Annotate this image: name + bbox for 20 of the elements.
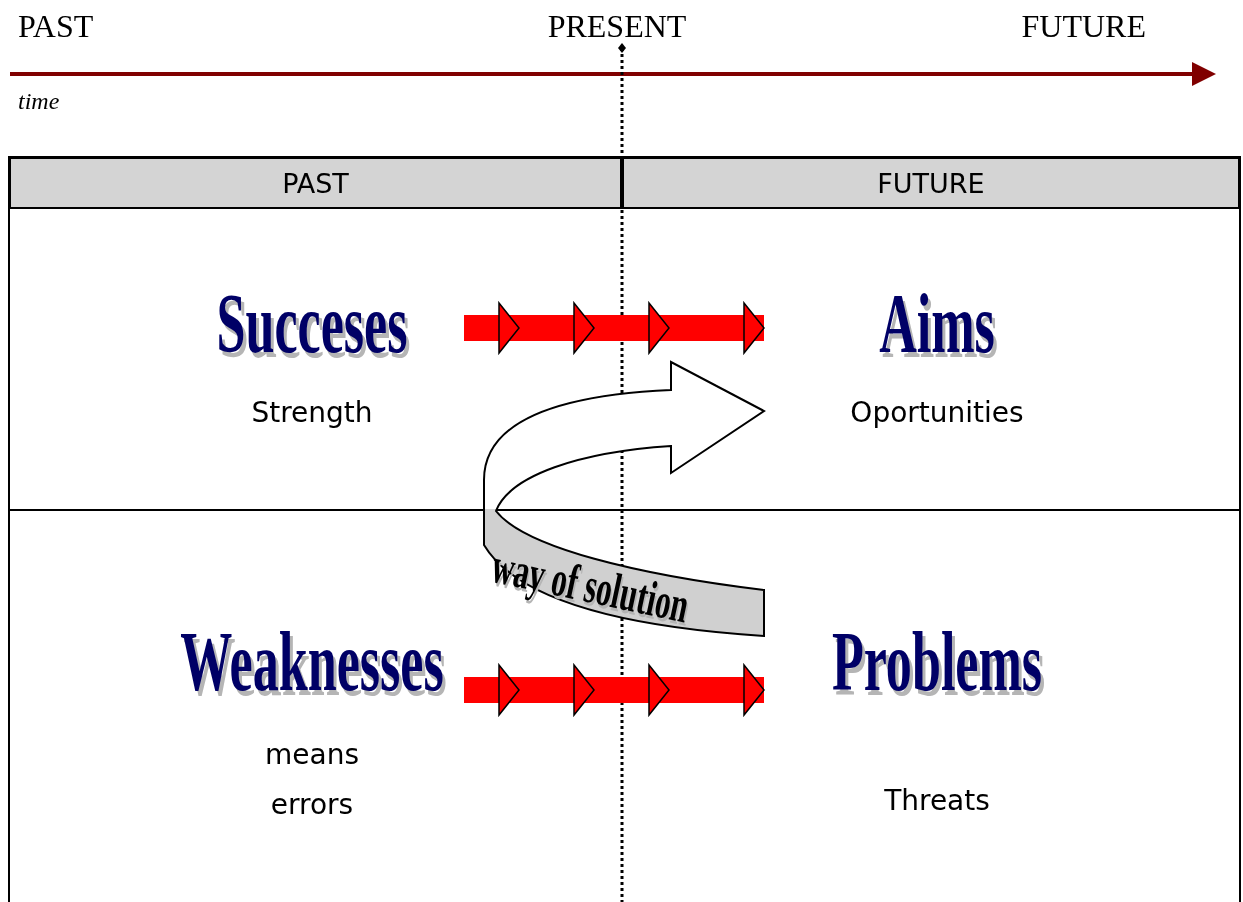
caption-text: Oportunities [850,395,1024,431]
shadowed-title: Problems [831,620,1043,704]
caption-text: Strength [251,395,373,431]
shadowed-title: Weaknesses [180,620,444,704]
column-heading: PAST [282,167,349,199]
curved-ribbon-arrow [483,361,765,637]
timeline-label: FUTURE [1021,8,1146,45]
block-arrow-chain [464,663,765,717]
timeline-label: PRESENT [547,8,687,45]
caption-text: means errors [265,737,359,823]
column-heading: FUTURE [877,167,985,199]
header-cell [9,157,622,209]
shadowed-title: Aims [879,282,995,366]
shadowed-title: Succeses [216,282,408,366]
block-arrow-chain [464,301,765,355]
header-cell [622,157,1240,209]
axis-label: time [18,88,60,115]
caption-text: Threats [884,783,990,819]
edge-label: way of solution [487,540,694,631]
timeline-label: PAST [18,8,94,45]
